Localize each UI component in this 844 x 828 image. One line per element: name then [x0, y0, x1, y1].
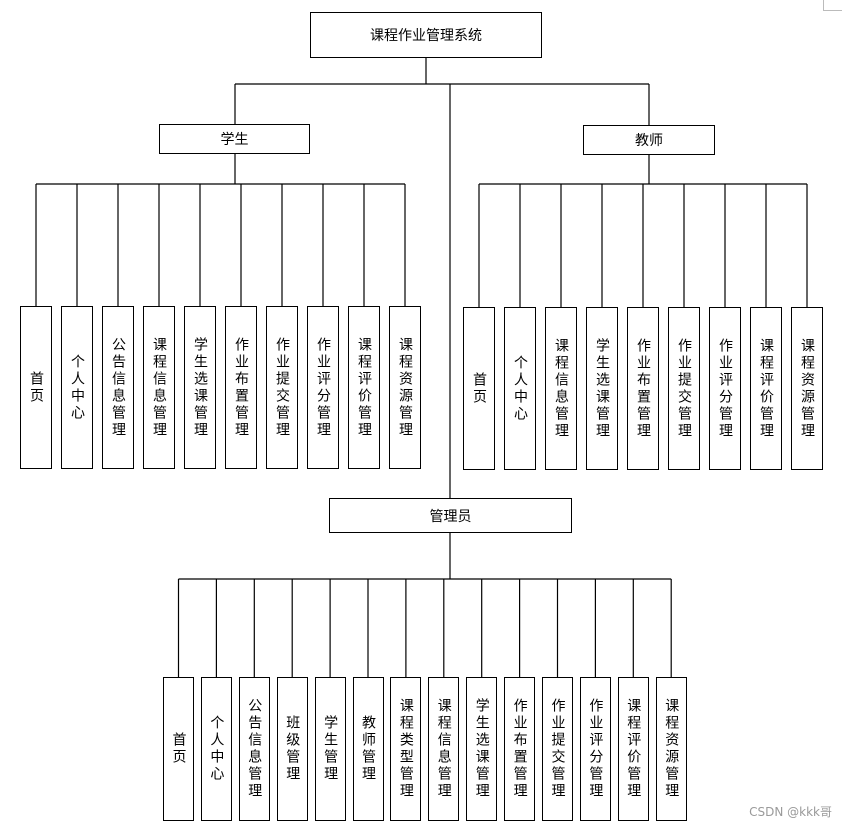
student-child-box: 作业评分管理 [307, 306, 339, 469]
teacher-child-label: 课程资源管理 [799, 337, 815, 440]
student-node: 学生 [159, 124, 310, 154]
admin-child-label: 作业提交管理 [549, 698, 566, 800]
admin-child-label: 课程类型管理 [397, 698, 414, 800]
teacher-node: 教师 [583, 125, 715, 155]
watermark: CSDN @kkk哥 [749, 805, 832, 819]
page-corner-mark [823, 0, 842, 11]
root-node: 课程作业管理系统 [310, 12, 542, 58]
admin-child-box: 学生选课管理 [466, 677, 498, 821]
admin-child-label: 公告信息管理 [246, 698, 263, 800]
admin-node: 管理员 [329, 498, 572, 533]
teacher-child-box: 课程信息管理 [545, 307, 577, 470]
admin-child-label: 课程资源管理 [663, 698, 680, 800]
admin-child-box: 教师管理 [352, 677, 384, 821]
teacher-child-label: 首页 [471, 371, 487, 406]
teacher-child-box: 作业提交管理 [668, 307, 700, 470]
teacher-child-label: 作业提交管理 [676, 337, 692, 440]
teacher-child-label: 课程信息管理 [553, 337, 569, 440]
admin-child-label: 首页 [170, 732, 187, 766]
admin-child-label: 课程信息管理 [435, 698, 452, 800]
student-child-label: 个人中心 [69, 353, 85, 422]
admin-child-box: 个人中心 [200, 677, 232, 821]
admin-child-box: 班级管理 [276, 677, 308, 821]
teacher-child-box: 作业布置管理 [627, 307, 659, 470]
student-child-label: 课程资源管理 [397, 336, 413, 439]
teacher-child-box: 课程资源管理 [791, 307, 823, 470]
student-child-box: 个人中心 [61, 306, 93, 469]
teacher-child-box: 个人中心 [504, 307, 536, 470]
student-child-label: 学生选课管理 [192, 336, 208, 439]
admin-child-label: 教师管理 [360, 715, 376, 783]
teacher-node-label: 教师 [635, 133, 663, 149]
student-child-label: 公告信息管理 [110, 336, 126, 439]
admin-child-box: 课程评价管理 [617, 677, 649, 821]
teacher-child-label: 作业评分管理 [717, 337, 733, 440]
teacher-child-box: 作业评分管理 [709, 307, 741, 470]
admin-child-label: 学生选课管理 [473, 698, 490, 800]
admin-child-box: 作业提交管理 [542, 677, 573, 821]
student-child-box: 公告信息管理 [102, 306, 134, 469]
student-child-box: 作业提交管理 [266, 306, 298, 469]
teacher-child-box: 课程评价管理 [750, 307, 782, 470]
admin-child-box: 作业评分管理 [579, 677, 611, 821]
admin-child-box: 学生管理 [314, 677, 346, 821]
student-child-label: 作业提交管理 [274, 336, 290, 439]
teacher-child-label: 个人中心 [512, 354, 528, 423]
admin-child-label: 作业评分管理 [587, 698, 604, 800]
student-child-box: 课程信息管理 [143, 306, 175, 469]
admin-child-box: 课程信息管理 [428, 677, 460, 821]
teacher-child-box: 学生选课管理 [586, 307, 618, 470]
student-child-box: 学生选课管理 [184, 306, 216, 469]
teacher-child-label: 课程评价管理 [758, 337, 774, 440]
root-node-label: 课程作业管理系统 [370, 28, 482, 44]
student-child-box: 课程评价管理 [348, 306, 380, 469]
student-child-label: 课程评价管理 [356, 336, 372, 439]
admin-child-label: 学生管理 [322, 715, 339, 783]
admin-child-box: 课程资源管理 [655, 677, 687, 821]
teacher-child-label: 学生选课管理 [594, 337, 610, 440]
student-child-box: 课程资源管理 [389, 306, 421, 469]
student-node-label: 学生 [220, 132, 249, 148]
admin-child-box: 首页 [163, 677, 194, 821]
teacher-child-box: 首页 [463, 307, 495, 470]
admin-child-label: 作业布置管理 [511, 698, 528, 800]
admin-child-box: 课程类型管理 [390, 677, 422, 821]
admin-node-label: 管理员 [429, 508, 472, 525]
admin-child-label: 班级管理 [284, 715, 301, 783]
admin-child-box: 作业布置管理 [504, 677, 536, 821]
admin-child-box: 公告信息管理 [238, 677, 270, 821]
student-child-label: 作业评分管理 [315, 336, 331, 439]
teacher-child-label: 作业布置管理 [635, 337, 651, 440]
admin-child-label: 课程评价管理 [625, 698, 642, 800]
student-child-box: 首页 [20, 306, 52, 469]
student-child-label: 课程信息管理 [151, 336, 167, 439]
student-child-label: 作业布置管理 [233, 336, 249, 439]
student-child-box: 作业布置管理 [225, 306, 257, 469]
student-child-label: 首页 [28, 370, 44, 405]
admin-child-label: 个人中心 [208, 715, 225, 783]
